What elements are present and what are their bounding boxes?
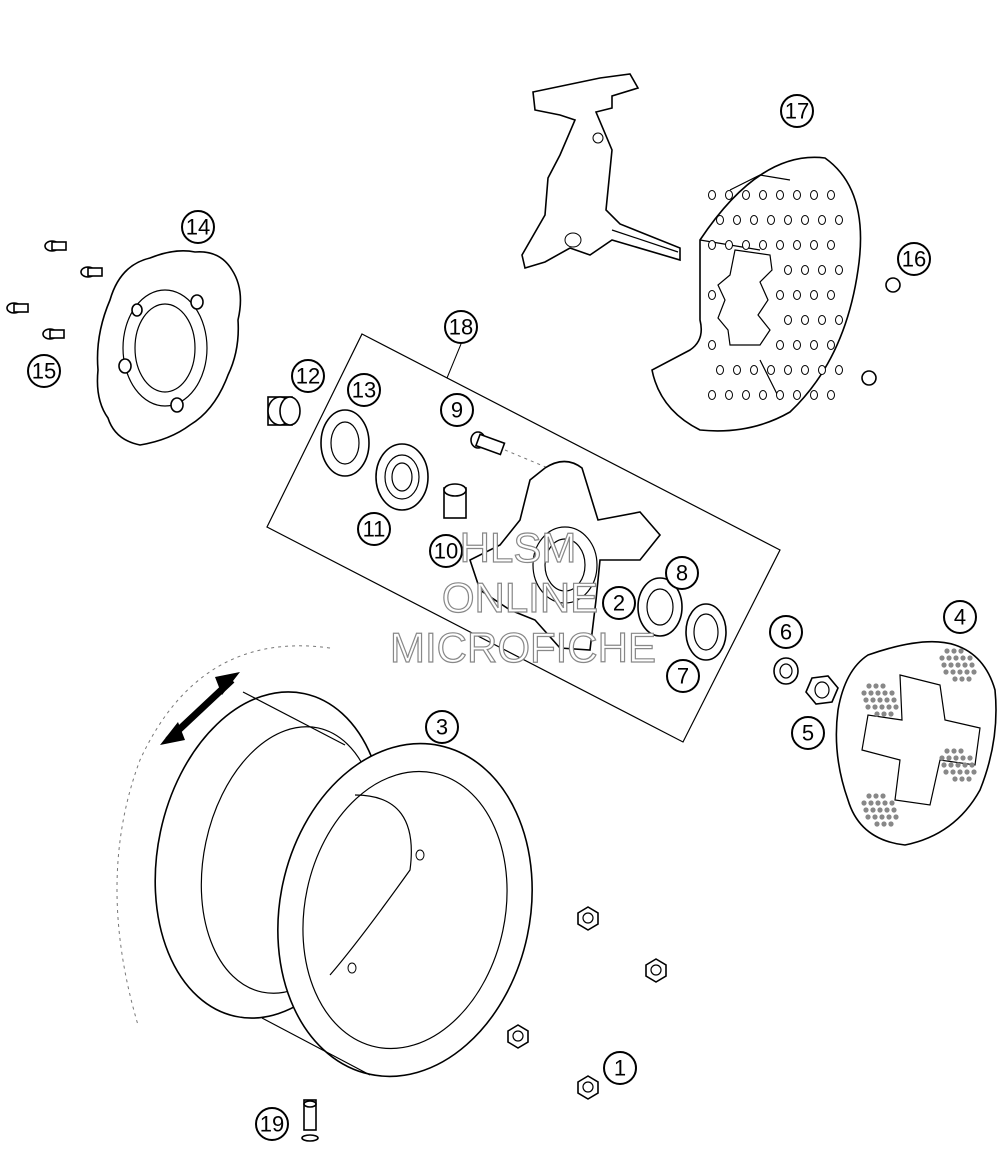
spacer-6	[773, 657, 799, 685]
svg-text:12: 12	[296, 364, 320, 389]
svg-text:8: 8	[676, 561, 688, 586]
callout-17: 17	[780, 94, 814, 128]
svg-text:9: 9	[451, 398, 463, 423]
steering-knuckle	[521, 73, 681, 270]
svg-text:15: 15	[32, 359, 56, 384]
disc-shield	[651, 156, 862, 432]
bearing-11	[375, 443, 429, 511]
callout-2: 2	[602, 586, 636, 620]
svg-text:1: 1	[614, 1056, 626, 1081]
watermark-line-2: ONLINE	[442, 574, 598, 621]
svg-text:3: 3	[436, 715, 448, 740]
callout-13: 13	[347, 373, 381, 407]
bearing-8	[637, 577, 683, 637]
watermark-line-1: HLSM	[460, 524, 577, 571]
svg-text:13: 13	[352, 378, 376, 403]
axle-nut-5	[805, 675, 839, 705]
svg-text:16: 16	[902, 247, 926, 272]
svg-text:10: 10	[434, 539, 458, 564]
rotation-arrow	[160, 672, 240, 745]
svg-text:2: 2	[613, 591, 625, 616]
callout-4: 4	[943, 600, 977, 634]
callout-1: 1	[603, 1051, 637, 1085]
callout-19: 19	[255, 1107, 289, 1141]
callout-9: 9	[440, 393, 474, 427]
spacer-10	[443, 483, 467, 519]
svg-text:11: 11	[363, 517, 386, 542]
seal-7	[685, 603, 727, 661]
callout-8: 8	[665, 556, 699, 590]
rotor-bolts	[6, 240, 103, 340]
callout-6: 6	[769, 615, 803, 649]
svg-text:14: 14	[186, 215, 210, 240]
wheel-nuts	[507, 906, 667, 1100]
callout-16: 16	[897, 242, 931, 276]
callout-5: 5	[791, 716, 825, 750]
spacer-12	[267, 396, 301, 426]
svg-text:18: 18	[449, 315, 473, 340]
brake-rotor	[96, 250, 242, 446]
hub-bolt-9	[470, 431, 549, 469]
svg-text:4: 4	[954, 605, 966, 630]
seal-13	[320, 409, 370, 477]
callout-18: 18	[444, 310, 478, 344]
wheel-hub	[469, 460, 662, 651]
disc-bolts	[861, 277, 901, 386]
disc-holes	[708, 190, 843, 400]
svg-text:6: 6	[780, 620, 792, 645]
tire-valve	[301, 1099, 319, 1142]
guard-holes	[861, 648, 977, 827]
svg-text:7: 7	[677, 664, 689, 689]
rotation-path	[116, 645, 331, 1026]
svg-text:5: 5	[802, 721, 814, 746]
wheel-rim	[154, 691, 533, 1078]
callout-7: 7	[666, 659, 700, 693]
callout-3: 3	[425, 710, 459, 744]
callout-14: 14	[181, 210, 215, 244]
callout-15: 15	[27, 354, 61, 388]
hub-assembly-frame	[266, 333, 781, 743]
svg-text:17: 17	[785, 99, 809, 124]
svg-text:19: 19	[260, 1112, 284, 1137]
guard-plate	[835, 640, 997, 846]
callout-11: 11	[357, 512, 391, 546]
watermark-line-3: MICROFICHE	[390, 624, 656, 671]
callout-10: 10	[429, 534, 463, 568]
watermark: HLSM ONLINE MICROFICHE	[389, 523, 656, 671]
callout-12: 12	[291, 359, 325, 393]
